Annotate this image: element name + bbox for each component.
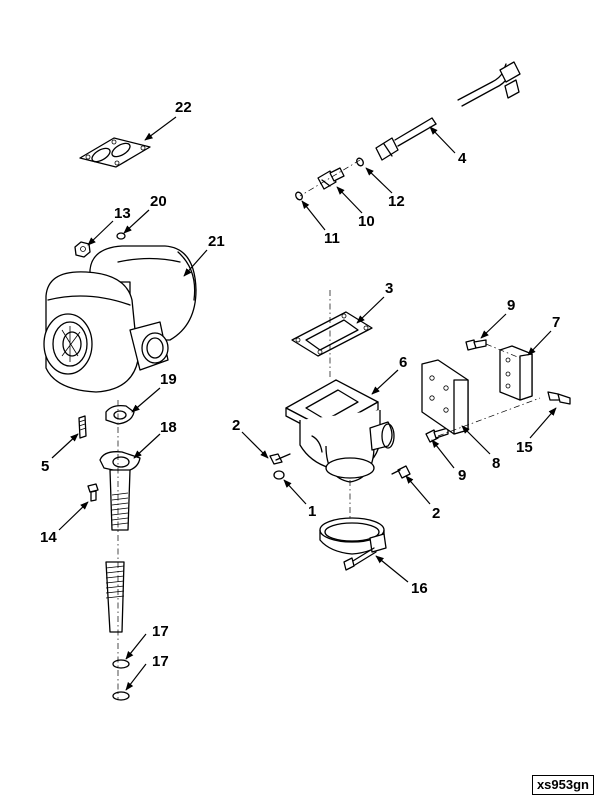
callout-4: 4 (458, 150, 467, 167)
gasket-22 (79, 137, 151, 168)
callout-9-lower: 9 (458, 467, 466, 484)
callout-6: 6 (399, 354, 407, 371)
callout-labels: 22 4 12 10 11 13 20 21 3 9 7 19 6 18 2 5… (40, 99, 560, 670)
callout-15: 15 (516, 439, 533, 456)
capscrew-9-upper (465, 339, 487, 351)
callout-3: 3 (385, 280, 393, 297)
callout-1: 1 (308, 503, 316, 520)
callout-8: 8 (492, 455, 500, 472)
callout-19: 19 (160, 371, 177, 388)
capscrew-9-lower (425, 427, 449, 443)
callout-13: 13 (114, 205, 131, 222)
callout-2-left: 2 (232, 417, 240, 434)
callout-14: 14 (40, 529, 57, 546)
o-ring-20 (116, 232, 126, 240)
capscrew-2-left (269, 453, 291, 465)
gasket-3 (291, 311, 373, 357)
capscrew-2-right (391, 465, 411, 479)
callout-9-upper: 9 (507, 297, 515, 314)
callout-2-right: 2 (432, 505, 440, 522)
oil-drain-tube-18 (99, 400, 141, 700)
gasket-19 (105, 404, 135, 425)
v-band-clamp-16 (319, 517, 387, 571)
callout-17-lower: 17 (152, 653, 169, 670)
nut-13 (74, 241, 91, 258)
o-ring-11 (295, 191, 303, 201)
callout-10: 10 (358, 213, 375, 230)
callout-20: 20 (150, 193, 167, 210)
callout-16: 16 (411, 580, 428, 597)
capscrew-15 (547, 391, 571, 405)
turbocharger-21 (43, 245, 197, 393)
capscrew-14 (87, 483, 99, 502)
lockwasher-1 (273, 470, 285, 480)
callout-5: 5 (41, 458, 49, 475)
bracket-7 (499, 345, 533, 401)
callout-12: 12 (388, 193, 405, 210)
bracket-plate-8 (421, 359, 469, 435)
o-ring-17-upper (112, 659, 130, 669)
figure-id-label: xs953gn (531, 775, 594, 795)
callout-18: 18 (160, 419, 177, 436)
fitting-10 (317, 167, 345, 190)
callout-17-upper: 17 (152, 623, 169, 640)
callout-7: 7 (552, 314, 560, 331)
callout-21: 21 (208, 233, 225, 250)
stud-5 (78, 415, 87, 439)
callout-11: 11 (324, 230, 340, 247)
o-ring-17-lower (112, 691, 130, 701)
callout-22: 22 (175, 99, 192, 116)
exhaust-elbow-6 (285, 379, 395, 483)
leaders (51, 116, 557, 691)
o-ring-12 (356, 157, 364, 167)
